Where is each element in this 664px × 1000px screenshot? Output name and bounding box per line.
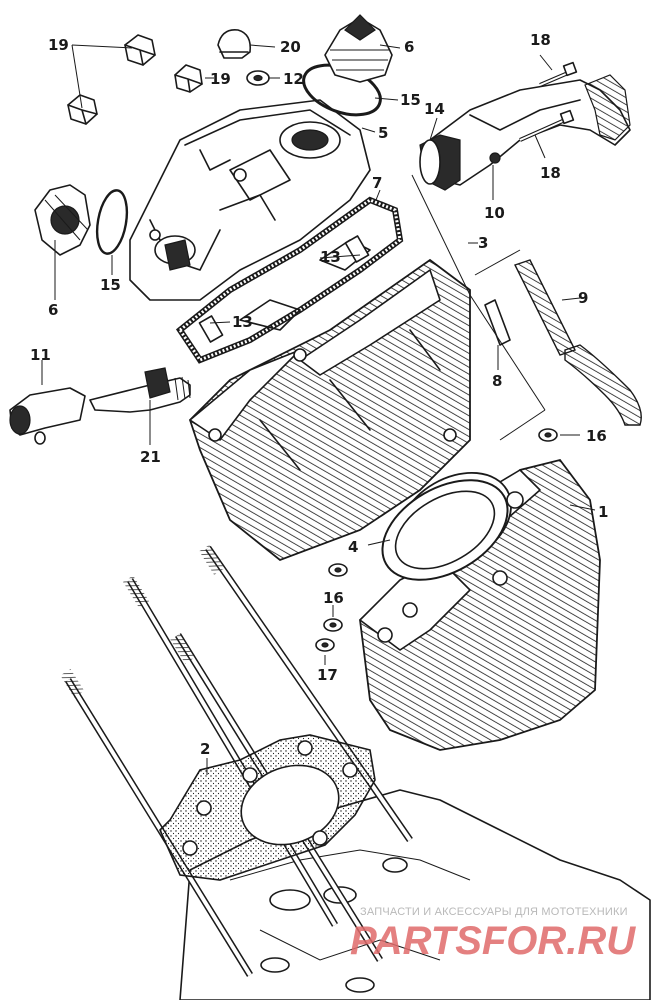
watermark: ЗАПЧАСТИ И АКСЕССУАРЫ ДЛЯ МОТОТЕХНИКИ PA… (350, 906, 636, 963)
label-part-11: 11 (30, 346, 51, 364)
label-part-8: 8 (492, 372, 502, 390)
label-part-10: 10 (484, 204, 505, 222)
label-part-21: 21 (140, 448, 161, 466)
leader-lines (41, 44, 596, 775)
stud (60, 668, 253, 977)
label-part-6: 6 (404, 38, 414, 56)
label-part-3: 3 (478, 234, 488, 252)
watermark-logo-text: PARTSFOR.RU (350, 919, 636, 963)
washer-17 (315, 638, 335, 652)
label-part-12: 12 (283, 70, 304, 88)
label-part-13: 13 (320, 248, 341, 266)
label-part-6: 6 (48, 301, 58, 319)
label-part-7: 7 (372, 174, 382, 192)
label-part-18: 18 (540, 164, 561, 182)
intake-manifold (429, 74, 631, 186)
cap-nut (124, 34, 156, 66)
label-part-15: 15 (100, 276, 121, 294)
acorn-nut (217, 28, 252, 59)
spark-plug-cap (9, 387, 86, 445)
cap-nut (174, 64, 203, 93)
spark-plug (89, 367, 191, 413)
head-cover-gasket (175, 196, 404, 364)
washer (246, 70, 270, 86)
tappet-cap-left (34, 184, 91, 256)
label-part-4: 4 (348, 538, 358, 556)
washer-16 (323, 618, 343, 632)
breather-tube (514, 259, 642, 426)
watermark-tagline: ЗАПЧАСТИ И АКСЕССУАРЫ ДЛЯ МОТОТЕХНИКИ (360, 906, 628, 918)
assembly-guide-lines (411, 174, 546, 441)
label-part-1: 1 (598, 503, 608, 521)
manifold-bolt (519, 109, 575, 142)
cap-nut (67, 94, 98, 125)
label-part-15: 15 (400, 91, 421, 109)
label-part-18: 18 (530, 31, 551, 49)
label-part-16: 16 (586, 427, 607, 445)
label-part-17: 17 (317, 666, 338, 684)
head-gasket (381, 479, 509, 581)
label-part-2: 2 (200, 740, 210, 758)
label-part-14: 14 (424, 100, 445, 118)
washer-16 (538, 428, 558, 442)
tappet-cap-top (324, 14, 393, 83)
part-number-labels: 19 19 20 12 6 15 5 14 18 18 10 7 3 13 13… (30, 31, 608, 758)
joint-pipe (484, 299, 511, 346)
label-part-13: 13 (232, 313, 253, 331)
cylinder-studs (60, 544, 413, 977)
label-part-9: 9 (578, 289, 588, 307)
label-part-5: 5 (378, 124, 388, 142)
cylinder-head-cover (129, 99, 371, 301)
washer-16 (328, 563, 348, 577)
label-part-19: 19 (210, 70, 231, 88)
label-part-16: 16 (323, 589, 344, 607)
label-part-20: 20 (280, 38, 301, 56)
manifold-bolt (539, 61, 578, 87)
o-ring-left (95, 189, 129, 255)
stud (199, 544, 413, 842)
cylinder-head (188, 258, 471, 562)
label-part-19: 19 (48, 36, 69, 54)
insulator (419, 134, 461, 191)
dowel-pin (198, 235, 370, 343)
cylinder-base-gasket (159, 734, 376, 881)
stud (123, 575, 339, 927)
